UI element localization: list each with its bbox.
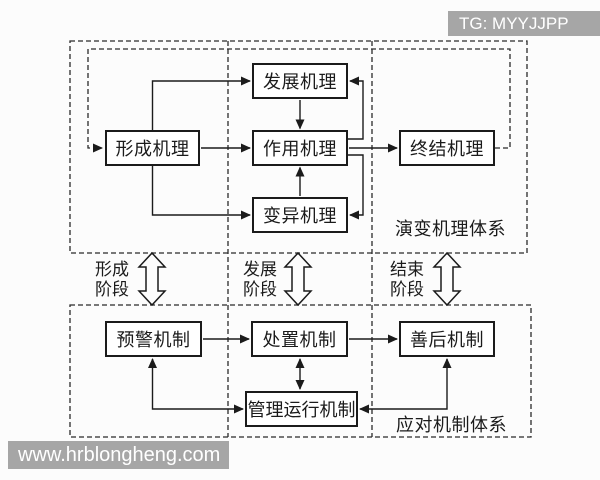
- stage-label-formation-line1: 形成: [95, 260, 129, 279]
- arrow-formation-to-development: [151, 76, 251, 130]
- stage-label-end: 结束 阶段: [383, 260, 431, 300]
- stage-label-formation-line2: 阶段: [95, 280, 129, 299]
- website-watermark: www.hrblongheng.com: [8, 441, 229, 469]
- stage-double-arrow-end: [432, 251, 462, 307]
- stage-label-end-line2: 阶段: [390, 280, 424, 299]
- response-system-label: 应对机制体系: [396, 415, 507, 435]
- box-aftermath-mechanism: 善后机制: [399, 321, 495, 357]
- stage-double-arrow-formation: [137, 251, 167, 307]
- arrow-formation-to-variation: [151, 166, 251, 220]
- stage-label-development-line2: 阶段: [243, 280, 277, 299]
- arrow-aftermath-management-bidirectional: [359, 358, 452, 414]
- box-warning-mechanism: 预警机制: [105, 321, 202, 357]
- stage-label-formation: 形成 阶段: [88, 260, 136, 300]
- box-termination-mechanism: 终结机理: [399, 130, 495, 166]
- box-formation-mechanism: 形成机理: [105, 130, 200, 166]
- box-action-mechanism: 作用机理: [252, 130, 348, 166]
- arrow-termination-to-formation-feedback: [87, 48, 511, 153]
- stage-label-development: 发展 阶段: [236, 260, 284, 300]
- response-system-frame: [69, 304, 532, 438]
- evolution-system-label: 演变机理体系: [395, 219, 506, 239]
- arrow-warning-management-bidirectional: [148, 358, 244, 414]
- stage-double-arrow-development: [283, 251, 313, 307]
- box-management-operation-mechanism: 管理运行机制: [245, 391, 358, 427]
- arrow-action-to-variation-loop: [347, 154, 364, 220]
- stage-label-development-line1: 发展: [243, 260, 277, 279]
- telegram-watermark: TG: MYYJJPP: [448, 11, 600, 36]
- box-variation-mechanism: 变异机理: [252, 197, 348, 233]
- arrow-action-to-development-loop: [347, 76, 364, 140]
- stage-label-end-line1: 结束: [390, 260, 424, 279]
- box-disposal-mechanism: 处置机制: [251, 321, 348, 357]
- box-development-mechanism: 发展机理: [252, 63, 348, 99]
